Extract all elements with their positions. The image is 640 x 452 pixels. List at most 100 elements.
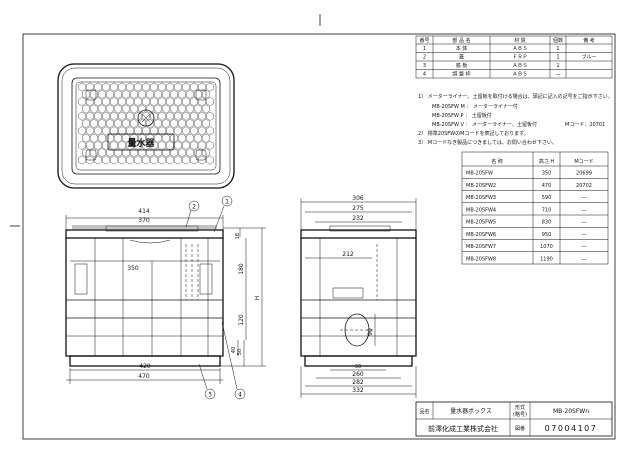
model-mcode-cell: ― (582, 256, 587, 262)
lid-emblem (137, 109, 155, 127)
parts-cell: 1 (423, 46, 426, 52)
model-name-cell: MB-20SFW2 (466, 183, 496, 189)
notes: 1） メーターライナー、土留板を取付ける場合は、頭記に記入の記号をご指示下さい。… (418, 93, 613, 146)
title-model-label: 形式 (515, 404, 525, 411)
dim-front-120: 120 (238, 314, 245, 326)
parts-cell: 調 整 枠 (452, 71, 470, 78)
lid-label-plate (107, 133, 175, 151)
dim-side-332: 332 (352, 387, 364, 394)
dim-front-H: H (254, 296, 261, 301)
dim-front-470: 470 (138, 373, 150, 380)
parts-cell: ＡＢＳ (512, 46, 527, 52)
balloon-2 (188, 200, 200, 212)
dim-front-414: 414 (138, 208, 150, 215)
model-height-cell: 1190 (540, 256, 553, 262)
note-1-m: MB-20SFW M ： メーターライナー付 (432, 103, 518, 110)
title-dwg-label: 図番 (515, 425, 525, 432)
parts-header-name: 部 品 名 (452, 37, 470, 44)
model-header-name: 名 称 (491, 158, 503, 165)
model-height-cell: 1070 (540, 244, 553, 250)
dim-side-260: 260 (352, 371, 364, 378)
parts-cell: 4 (423, 72, 426, 78)
title-name-value: 量水器ボックス (450, 407, 492, 415)
model-name-cell: MB-20SFW8 (466, 256, 496, 262)
title-dwg-value: 07004107 (545, 424, 598, 433)
sheet-border (22, 33, 616, 440)
dim-side-282: 282 (352, 379, 364, 386)
balloon-2-label: 2 (192, 204, 196, 211)
parts-cell: 2 (423, 55, 426, 61)
title-company: 前澤化成工業株式会社 (428, 424, 498, 433)
balloon-3 (204, 388, 216, 400)
parts-cell: 1 (556, 63, 559, 69)
model-name-cell: MB-20SFW5 (466, 220, 496, 226)
dim-side-90: 90 (367, 328, 374, 336)
parts-cell: 蓋 (459, 54, 464, 61)
model-header-mcode: Mコード (574, 159, 593, 165)
parts-header-qty: 個数 (553, 37, 563, 44)
front-view: 414 370 350 18 180 120 40 50 H 420 470 2… (65, 195, 266, 400)
parts-cell: 1 (556, 46, 559, 52)
model-height-cell: 470 (542, 183, 552, 189)
parts-cell: 底 板 (456, 62, 468, 69)
note-2: 2） 標準20SFWのMコードを表記しております。 (418, 130, 529, 137)
model-name-cell: MB-20SFW3 (466, 195, 496, 201)
balloon-1-label: 1 (225, 199, 229, 206)
model-header-height: 高さ H (539, 158, 555, 165)
title-block: 品名 量水器ボックス 形式 (略号) MB-20SFWn 前澤化成工業株式会社 … (415, 401, 613, 437)
dim-front-370: 370 (138, 217, 150, 224)
parts-cell: 3 (423, 63, 426, 69)
model-mcode-cell: 20702 (576, 183, 592, 189)
model-mcode-cell: ― (582, 232, 587, 238)
parts-cell: 1 (556, 55, 559, 61)
note-3: 3） Mコードなき製品につきましては、お問い合わせ下さい。 (418, 139, 557, 146)
model-height-cell: 710 (542, 207, 552, 213)
model-name-cell: MB-20SFW4 (466, 207, 496, 213)
dim-front-50: 50 (237, 349, 243, 355)
balloon-4 (234, 388, 246, 400)
note-1-v: MB-20SFW V ： メーターライナー、土留板付 (432, 121, 537, 128)
dim-front-18: 18 (235, 233, 241, 239)
lid-label-text: 量水器 (127, 137, 155, 149)
dim-front-180: 180 (238, 263, 245, 275)
balloon-1 (221, 195, 233, 207)
dim-side-232: 232 (352, 215, 364, 222)
note-1: 1） メーターライナー、土留板を取付ける場合は、頭記に記入の記号をご指示下さい。 (418, 93, 613, 100)
parts-cell: 本 体 (456, 45, 468, 52)
model-name-cell: MB-20SFW7 (466, 244, 496, 250)
parts-cell: ブルー (581, 54, 596, 61)
dim-front-420: 420 (139, 363, 151, 370)
model-mcode-cell: ― (582, 220, 587, 226)
title-name-label: 品名 (419, 408, 429, 415)
top-view: 量水器 (57, 63, 235, 189)
parts-cell: ＡＢＳ (512, 63, 527, 69)
balloon-3-label: 3 (208, 392, 212, 399)
parts-cell: ＦＲＰ (512, 55, 527, 61)
model-height-cell: 350 (542, 171, 552, 177)
note-1-mcode: Mコード：20701 (565, 122, 605, 128)
dim-front-350: 350 (127, 265, 139, 272)
parts-cell: ― (556, 72, 561, 78)
model-mcode-cell: ― (582, 195, 587, 201)
parts-cell: ＡＢＳ (512, 72, 527, 78)
dim-side-275: 275 (352, 205, 364, 212)
model-mcode-cell: ― (582, 207, 587, 213)
balloon-4-label: 4 (238, 392, 242, 399)
side-view: 306 275 232 212 90 60 260 282 332 (300, 195, 417, 398)
title-model-value: MB-20SFWn (553, 408, 589, 415)
note-1-p: MB-20SFW P ： 土留板付 (432, 112, 492, 119)
parts-header-remarks: 備 考 (583, 37, 595, 44)
model-mcode-cell: ― (582, 244, 587, 250)
lid-hex-pattern (78, 82, 214, 165)
dim-side-60: 60 (355, 364, 361, 370)
model-height-cell: 950 (542, 232, 552, 238)
model-height-cell: 590 (542, 195, 552, 201)
title-model-sub: (略号) (513, 411, 527, 418)
model-name-cell: MB-20SFW (466, 171, 493, 177)
model-mcode-cell: 20699 (576, 171, 592, 177)
model-height-cell: 830 (542, 220, 552, 226)
parts-header-material: 材 質 (514, 37, 526, 44)
